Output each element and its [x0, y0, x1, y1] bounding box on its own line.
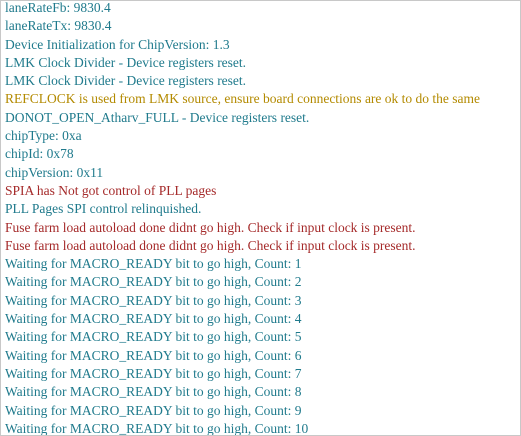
log-line: PLL Pages SPI control relinquished. [5, 201, 202, 217]
log-line: Device Initialization for ChipVersion: 1… [5, 36, 230, 52]
log-line: LMK Clock Divider - Device registers res… [5, 54, 247, 70]
log-line: laneRateFb: 9830.4 [5, 0, 111, 15]
log-line: Fuse farm load autoload done didnt go hi… [5, 219, 416, 235]
log-line: laneRateTx: 9830.4 [5, 18, 112, 34]
log-line: Waiting for MACRO_READY bit to go high, … [5, 292, 302, 308]
log-line: Fuse farm load autoload done didnt go hi… [5, 237, 416, 253]
log-line: Waiting for MACRO_READY bit to go high, … [5, 274, 302, 290]
log-line: Waiting for MACRO_READY bit to go high, … [5, 384, 302, 400]
log-line: Waiting for MACRO_READY bit to go high, … [5, 365, 302, 381]
log-line: Waiting for MACRO_READY bit to go high, … [5, 402, 302, 418]
log-line: chipType: 0xa [5, 128, 82, 144]
log-line: Waiting for MACRO_READY bit to go high, … [5, 329, 302, 345]
log-line: LMK Clock Divider - Device registers res… [5, 73, 247, 89]
log-lines: laneRateFb: 9830.4 laneRateTx: 9830.4 De… [5, 0, 520, 436]
log-line: SPIA has Not got control of PLL pages [5, 182, 217, 198]
log-line: Waiting for MACRO_READY bit to go high, … [5, 311, 302, 327]
log-line: Waiting for MACRO_READY bit to go high, … [5, 256, 302, 272]
log-line: Waiting for MACRO_READY bit to go high, … [5, 420, 309, 436]
log-line: REFCLOCK is used from LMK source, ensure… [5, 91, 481, 107]
log-line: DONOT_OPEN_Atharv_FULL - Device register… [5, 109, 310, 125]
log-line: chipVersion: 0x11 [5, 164, 104, 180]
log-line: Waiting for MACRO_READY bit to go high, … [5, 347, 302, 363]
log-line: chipId: 0x78 [5, 146, 74, 162]
